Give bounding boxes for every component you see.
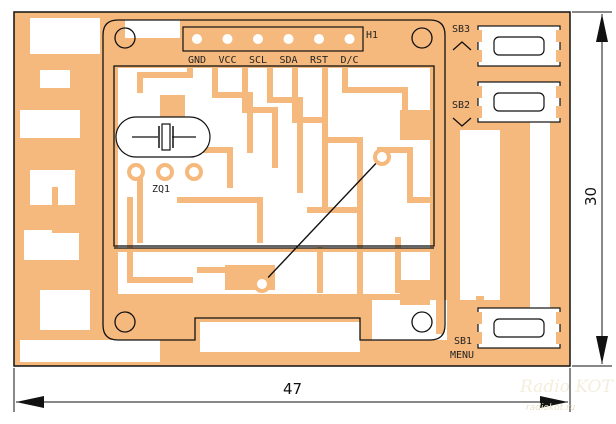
jumper-pad-top (373, 148, 391, 166)
header-pad (249, 30, 267, 48)
button-sb2-label: SB2 (452, 100, 470, 111)
button-sb1-label: SB1 (454, 336, 472, 347)
watermark-name: Radio KOT (519, 377, 614, 397)
header-label: H1 (366, 30, 378, 41)
header-pin-label: VCC (218, 55, 236, 66)
down-arrow-icon (452, 117, 472, 127)
header-pin-label: SDA (279, 55, 297, 66)
jumper-wire (261, 156, 383, 285)
watermark-site: radiokot.ru (526, 403, 576, 413)
jumper-pad-bottom (253, 275, 271, 293)
header-pad (218, 30, 237, 48)
button-sb1-footprint (470, 307, 568, 349)
button-sb2-footprint (470, 81, 568, 123)
header-pin-label: RST (310, 55, 328, 66)
dimension-height-label: 30 (582, 187, 600, 206)
header-pad (340, 30, 359, 48)
header-pin-label: SCL (249, 55, 267, 66)
dimension-width-label: 47 (283, 380, 302, 398)
button-sb3-footprint (470, 25, 568, 67)
up-arrow-icon (452, 41, 472, 51)
button-sb1-sublabel: MENU (450, 350, 474, 361)
oled-module-outline (102, 19, 446, 341)
crystal-label: ZQ1 (152, 184, 170, 195)
header-pin-label: GND (188, 55, 206, 66)
dimension-width (13, 368, 571, 412)
board-outline (13, 11, 571, 367)
header-pad (279, 30, 298, 48)
header-pin-label: D/C (340, 55, 358, 66)
header-pad (310, 30, 328, 48)
crystal-zq1 (115, 116, 211, 181)
header-pad (188, 30, 206, 48)
header-h1: GND VCC SCL SDA RST D/C (182, 26, 364, 66)
dimension-height (572, 11, 612, 367)
button-sb3-label: SB3 (452, 24, 470, 35)
